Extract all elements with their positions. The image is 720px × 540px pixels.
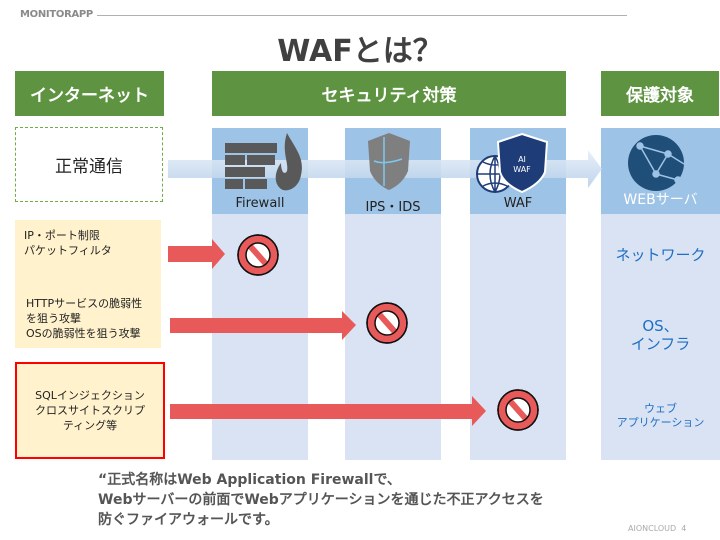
attack1-text: IP・ポート制限パケットフィルタ (24, 229, 112, 257)
header-internet: インターネット (15, 71, 164, 116)
globe-network-icon (628, 135, 685, 191)
ai-waf-icon: AI WAF (476, 132, 549, 194)
waf-badge-label: WAF (513, 165, 531, 174)
ai-label: AI (518, 155, 526, 164)
page-title: WAFとは？ (277, 34, 443, 69)
firewall-icon (225, 133, 302, 191)
webserver-label: WEBサーバ (623, 192, 698, 208)
normal-traffic-box: 正常通信 (15, 127, 163, 202)
header-security: セキュリティ対策 (212, 71, 566, 116)
footer-description: “正式名称はWeb Application Firewallで、Webサーバーの… (98, 472, 544, 528)
waf-label: WAF (503, 196, 533, 211)
attack-box-webapp: SQLインジェクションクロスサイトスクリプティング等 (15, 362, 165, 459)
target-network: ネットワーク (615, 246, 706, 264)
attack-box-network (15, 220, 161, 348)
page-number: 4 (681, 524, 687, 533)
target-webapp: ウェブアプリケーション (616, 402, 705, 429)
header-divider (97, 15, 627, 16)
shield-icon (368, 133, 410, 190)
footer-brand: AIONCLOUD 4 (628, 524, 687, 533)
header-protected: 保護対象 (601, 71, 719, 116)
target-os: OS、インフラ (630, 317, 691, 353)
firewall-label: Firewall (235, 196, 285, 211)
normal-traffic-label: 正常通信 (55, 157, 123, 177)
monitorapp-logo: MONITORAPP (20, 9, 93, 20)
ips-label: IPS・IDS (365, 200, 421, 215)
